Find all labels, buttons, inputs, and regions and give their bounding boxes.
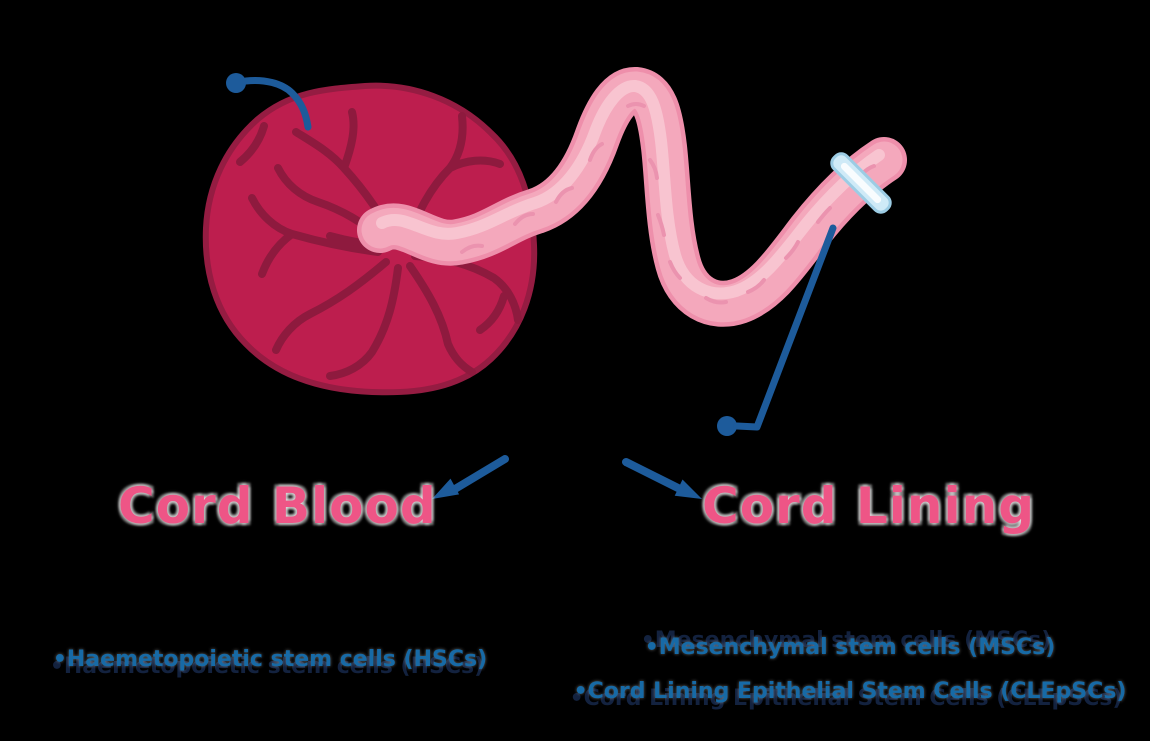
arrow-left-icon	[432, 455, 509, 499]
cord-blood-bullets: •Haemetopoietic stem cells (HSCs)	[15, 647, 525, 672]
pointer-dot-icon	[717, 416, 737, 436]
cord-blood-label: Cord Blood	[118, 477, 437, 535]
label-arrows	[432, 455, 702, 499]
pointer-dot-icon	[226, 73, 246, 93]
cord-wrinkles	[460, 102, 876, 305]
cord-highlight	[376, 80, 885, 300]
cord-lining-label: Cord Lining	[702, 477, 1036, 535]
cord-blood-bullet-1: •Haemetopoietic stem cells (HSCs)	[52, 647, 488, 672]
cord-lining-bullet-2: •Cord Lining Epithelial Stem Cells (CLEp…	[573, 679, 1127, 704]
arrow-right-icon	[622, 458, 702, 499]
cord-lining-bullets: •Mesenchymal stem cells (MSCs) •Cord Lin…	[550, 626, 1150, 714]
cord-clamp-icon	[830, 152, 892, 214]
cord-lining-bullet-1: •Mesenchymal stem cells (MSCs)	[644, 635, 1056, 660]
umbilical-cord-illustration	[357, 67, 907, 327]
pointer-line-cord-blood	[226, 73, 312, 131]
pointer-line-cord-lining	[717, 224, 837, 436]
